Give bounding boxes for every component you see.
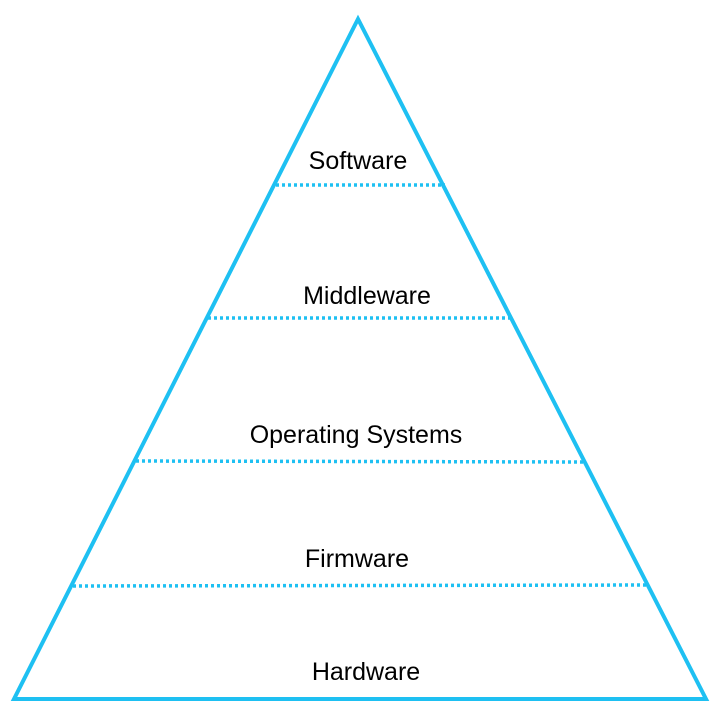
layer-label-software: Software (309, 147, 408, 175)
divider-os-firmware (135, 459, 585, 464)
layer-label-operating-systems: Operating Systems (250, 421, 463, 449)
layer-label-firmware: Firmware (305, 545, 409, 573)
pyramid-outline (10, 14, 710, 701)
layer-label-hardware: Hardware (312, 658, 420, 686)
divider-firmware-hardware (72, 583, 649, 588)
layer-label-middleware: Middleware (303, 282, 431, 310)
